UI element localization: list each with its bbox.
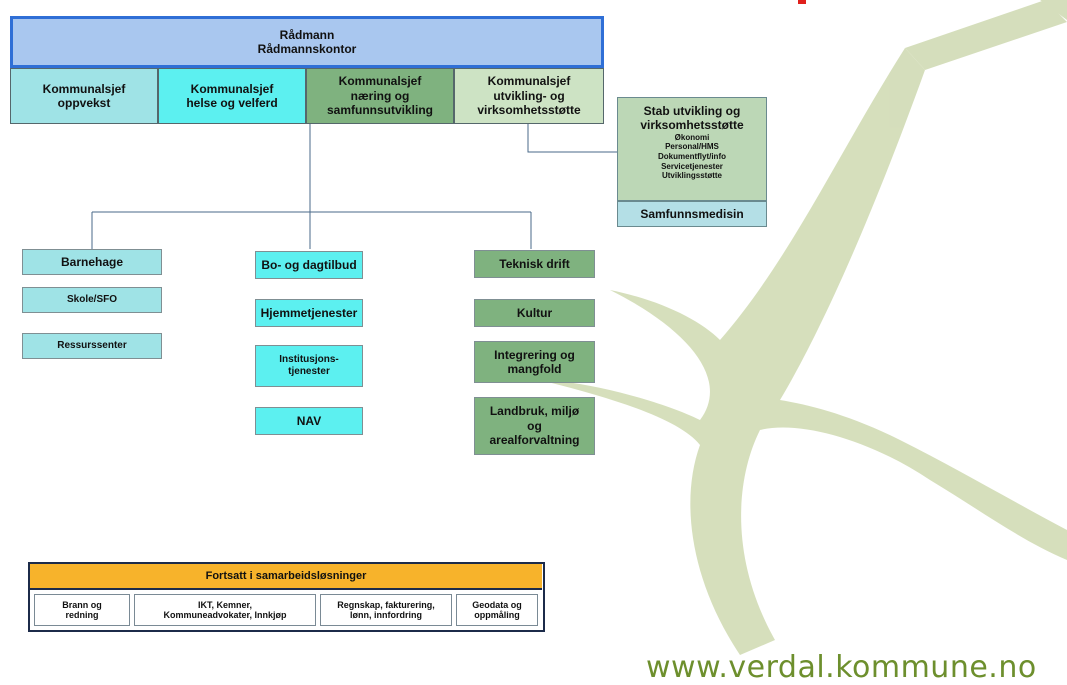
unit-integrering-mangfold: Integrering og mangfold bbox=[474, 341, 595, 383]
cell-text: Kommuneadvokater, Innkjøp bbox=[163, 610, 287, 620]
unit-label: Barnehage bbox=[60, 254, 124, 269]
chief-helse-box: Kommunalsjef helse og velferd bbox=[158, 68, 306, 124]
website-url[interactable]: www.verdal.kommune.no bbox=[646, 650, 1037, 685]
unit-label: Ressurssenter bbox=[57, 340, 127, 351]
stab-title: virksomhetsstøtte bbox=[640, 118, 744, 133]
unit-nav: NAV bbox=[255, 407, 363, 435]
cell-text: IKT, Kemner, bbox=[197, 599, 253, 610]
cooperation-cell: Regnskap, fakturering,lønn, innfordring bbox=[320, 594, 452, 626]
radmann-subtitle: Rådmannskontor bbox=[257, 42, 357, 56]
connector-line bbox=[527, 123, 617, 153]
cooperation-cell: IKT, Kemner,Kommuneadvokater, Innkjøp bbox=[134, 594, 316, 626]
chief-utvikling-box: Kommunalsjef utvikling- og virksomhetsst… bbox=[454, 68, 604, 124]
chief-label: samfunnsutvikling bbox=[326, 103, 433, 118]
unit-label: Skole/SFO bbox=[66, 294, 117, 305]
cell-text: oppmåling bbox=[474, 610, 520, 620]
unit-label: Landbruk, miljø bbox=[489, 404, 580, 419]
chief-label: oppvekst bbox=[57, 96, 111, 110]
cell-text: lønn, innfordring bbox=[350, 610, 422, 620]
samfunnsmedisin-label: Samfunnsmedisin bbox=[640, 206, 744, 221]
chief-label: Kommunalsjef bbox=[487, 74, 571, 89]
radmann-title: Rådmann bbox=[279, 27, 335, 42]
unit-kultur: Kultur bbox=[474, 299, 595, 327]
unit-label: Integrering og bbox=[494, 347, 575, 362]
unit-label: NAV bbox=[296, 413, 322, 428]
stab-item: Servicetjenester bbox=[661, 161, 723, 171]
unit-teknisk-drift: Teknisk drift bbox=[474, 250, 595, 278]
stab-item: Dokumentflyt/info bbox=[658, 151, 726, 161]
unit-label: Bo- og dagtilbud bbox=[261, 257, 357, 272]
unit-label: tjenester bbox=[288, 366, 330, 377]
unit-bo-dagtilbud: Bo- og dagtilbud bbox=[255, 251, 363, 279]
cooperation-title-text: Fortsatt i samarbeidsløsninger bbox=[205, 570, 367, 582]
stab-title: Stab utvikling og bbox=[643, 104, 741, 118]
chief-label: næring og bbox=[350, 88, 410, 103]
stab-item: Personal/HMS bbox=[665, 142, 719, 152]
unit-label: mangfold bbox=[507, 362, 562, 376]
stab-item: Utviklingsstøtte bbox=[661, 171, 722, 181]
chief-label: utvikling- og bbox=[493, 88, 565, 103]
chief-naering-box: Kommunalsjef næring og samfunnsutvikling bbox=[306, 68, 454, 124]
radmann-box: Rådmann Rådmannskontor bbox=[10, 16, 604, 68]
samfunnsmedisin-box: Samfunnsmedisin bbox=[617, 201, 767, 227]
cell-text: Geodata og bbox=[472, 599, 522, 610]
unit-label: Hjemmetjenester bbox=[260, 305, 358, 320]
cell-text: Brann og bbox=[62, 599, 102, 610]
stab-item: Økonomi bbox=[674, 132, 710, 142]
unit-ressurssenter: Ressurssenter bbox=[22, 333, 162, 359]
unit-landbruk-miljo: Landbruk, miljø og arealforvaltning bbox=[474, 397, 595, 455]
cell-text: redning bbox=[65, 610, 99, 620]
chief-label: helse og velferd bbox=[186, 96, 278, 110]
chief-oppvekst-box: Kommunalsjef oppvekst bbox=[10, 68, 158, 124]
unit-label: arealforvaltning bbox=[489, 433, 580, 448]
cell-text: Regnskap, fakturering, bbox=[337, 599, 435, 610]
chief-label: Kommunalsjef bbox=[190, 81, 274, 96]
stab-box: Stab utvikling og virksomhetsstøtte Økon… bbox=[617, 97, 767, 201]
unit-barnehage: Barnehage bbox=[22, 249, 162, 275]
cooperation-title: Fortsatt i samarbeidsløsninger bbox=[30, 564, 542, 590]
unit-label: Kultur bbox=[516, 305, 553, 320]
chief-label: Kommunalsjef bbox=[42, 81, 126, 96]
chief-label: virksomhetsstøtte bbox=[477, 103, 581, 118]
unit-hjemmetjenester: Hjemmetjenester bbox=[255, 299, 363, 327]
chief-label: Kommunalsjef bbox=[338, 74, 422, 89]
unit-skole-sfo: Skole/SFO bbox=[22, 287, 162, 313]
unit-label: Teknisk drift bbox=[499, 256, 570, 271]
unit-label: Institusjons- bbox=[279, 354, 339, 365]
unit-institusjonstjenester: Institusjons- tjenester bbox=[255, 345, 363, 387]
unit-label: og bbox=[527, 418, 542, 433]
